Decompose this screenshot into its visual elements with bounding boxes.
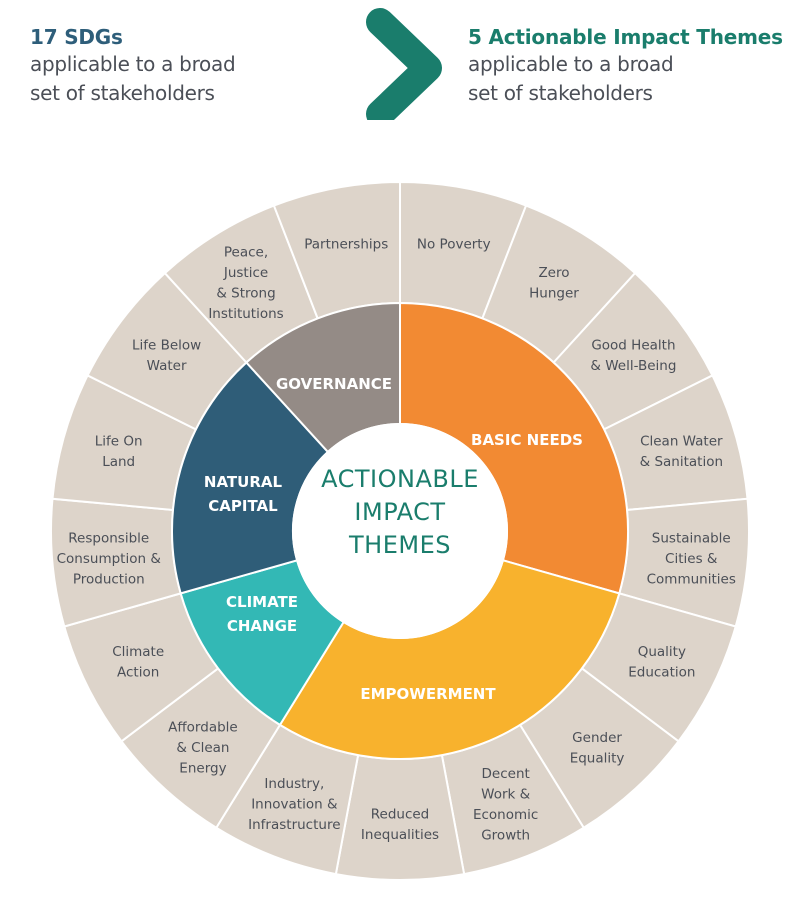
sdg-label-line: Hunger	[529, 286, 579, 302]
themes-subtitle-line: applicable to a broad	[468, 52, 674, 76]
sdg-label: Industry, Innovation & Infrastructure	[248, 776, 340, 833]
theme-label-line: GOVERNANCE	[276, 375, 392, 393]
sdg-label-line: Education	[628, 665, 695, 681]
sdg-label: No Poverty	[417, 236, 491, 252]
sdg-segment-clean-water-sanitation: Clean Water & Sanitation	[602, 374, 749, 512]
theme-segment-governance: GOVERNANCE	[244, 301, 401, 454]
sdg-label-line: & Sanitation	[640, 454, 723, 470]
theme-label-line: BASIC NEEDS	[471, 431, 583, 449]
sdg-label-line: Zero	[538, 265, 569, 281]
sdg-label-line: Life Below	[132, 337, 201, 353]
theme-label-line: EMPOWERMENT	[360, 685, 496, 703]
sdg-label: Good Health & Well-Being	[590, 337, 676, 374]
theme-label-line: NATURAL	[204, 473, 283, 491]
theme-label-line: CAPITAL	[208, 497, 278, 515]
sdg-label-line: Peace,	[224, 245, 268, 261]
center-label-line: THEMES	[348, 531, 451, 559]
theme-ring: BASIC NEEDS EMPOWERMENT CLIMATE CHANGE NATUR…	[171, 301, 629, 760]
sdg-label-line: & Well-Being	[590, 358, 676, 374]
sdgs-title: 17 SDGs	[30, 25, 123, 49]
sdg-label-line: Production	[73, 571, 145, 587]
theme-label: GOVERNANCE	[276, 375, 392, 393]
sdg-label-line: Institutions	[208, 306, 283, 322]
sdg-label-line: & Clean	[176, 740, 229, 756]
sdgs-subtitle: applicable to a broad set of stakeholder…	[30, 50, 236, 108]
sdg-label-line: Affordable	[168, 720, 238, 736]
themes-title: 5 Actionable Impact Themes	[468, 25, 783, 49]
sdgs-subtitle-line: set of stakeholders	[30, 81, 215, 105]
sdg-segment-good-health-well-being: Good Health & Well-Being	[552, 271, 714, 431]
sdgs-subtitle-line: applicable to a broad	[30, 52, 236, 76]
sdg-label-line: Work &	[481, 786, 530, 802]
sdg-label-line: Responsible	[68, 530, 149, 546]
center-label: ACTIONABLE IMPACT THEMES	[321, 465, 479, 559]
sdg-label-line: Climate	[112, 644, 164, 660]
center-title: ACTIONABLE IMPACT THEMES	[321, 465, 479, 559]
sdg-label-line: Gender	[572, 730, 622, 746]
theme-label: NATURAL CAPITAL	[204, 473, 283, 515]
sdg-label-line: Good Health	[591, 337, 675, 353]
sdg-label-line: Water	[147, 358, 187, 374]
sdg-label-line: Communities	[647, 571, 736, 587]
sdg-label: Partnerships	[304, 236, 388, 252]
sdg-label-line: Justice	[223, 265, 268, 281]
theme-label-line: CHANGE	[227, 617, 297, 635]
sdg-label-line: Partnerships	[304, 236, 388, 252]
sdg-label-line: Consumption &	[57, 551, 162, 567]
sdg-label-line: Inequalities	[361, 827, 439, 843]
theme-label: CLIMATE CHANGE	[226, 593, 298, 635]
theme-label: BASIC NEEDS	[471, 431, 583, 449]
arrow-right-icon	[278, 8, 442, 120]
sdg-label-line: Sustainable	[652, 530, 731, 546]
themes-subtitle-line: set of stakeholders	[468, 81, 653, 105]
sdg-label-line: Clean Water	[640, 434, 723, 450]
sdg-label-line: Reduced	[371, 806, 430, 822]
themes-subtitle: applicable to a broad set of stakeholder…	[468, 50, 783, 108]
sdg-label-line: Innovation &	[251, 797, 338, 813]
sdg-label-line: Equality	[570, 750, 625, 766]
sdg-label-line: Industry,	[264, 776, 324, 792]
theme-label-line: CLIMATE	[226, 593, 298, 611]
sdg-label-line: Life On	[95, 434, 143, 450]
sdg-label-line: Decent	[482, 766, 530, 782]
sdg-label-line: Growth	[481, 827, 530, 843]
sdg-label-line: Action	[117, 665, 159, 681]
sdg-label-line: Energy	[179, 761, 226, 777]
sdg-label-line: Cities &	[665, 551, 718, 567]
sdg-label: Clean Water & Sanitation	[640, 434, 723, 471]
theme-segment-climate-change: CLIMATE CHANGE	[179, 559, 346, 727]
sdg-label-line: Economic	[473, 807, 538, 823]
sdg-label: Life On Land	[95, 434, 143, 471]
sdg-label-line: Infrastructure	[248, 817, 340, 833]
sdg-label-line: Quality	[638, 644, 686, 660]
center-circle	[292, 423, 508, 639]
sdg-label-line: & Strong	[216, 286, 275, 302]
header-sdgs: 17 SDGs applicable to a broad set of sta…	[30, 24, 236, 108]
sdg-label-line: Land	[102, 454, 135, 470]
center-label-line: ACTIONABLE	[321, 465, 479, 493]
center-label-line: IMPACT	[354, 498, 445, 526]
arrow-head	[366, 8, 442, 120]
header-themes: 5 Actionable Impact Themes applicable to…	[468, 24, 783, 108]
theme-label: EMPOWERMENT	[360, 685, 496, 703]
sdg-label-line: No Poverty	[417, 236, 491, 252]
